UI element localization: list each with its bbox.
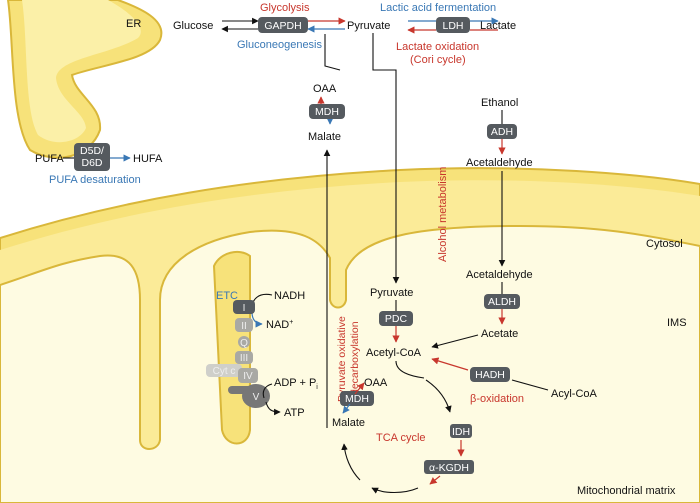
ubiquinone-label: Q (240, 338, 248, 349)
mdh-mito-red-arrow (354, 382, 365, 395)
d5d-label: D5D/ (80, 145, 104, 157)
acetate-to-acetylcoa (431, 334, 479, 349)
atp-arrow (265, 401, 281, 416)
glycolysis-label: Glycolysis (260, 2, 310, 14)
adh-label: ADH (491, 126, 513, 138)
complex-ii (235, 318, 253, 332)
tca-arc-1 (425, 379, 452, 413)
cytochrome-c (206, 364, 242, 377)
oaa-mito: OAA (364, 377, 388, 389)
pyruvate-cytosol: Pyruvate (347, 20, 390, 32)
lactic-fermentation-label: Lactic acid fermentation (380, 2, 496, 14)
lactate-label: Lactate (480, 20, 516, 32)
nad-arrow (251, 311, 263, 328)
alcohol-metabolism-label: Alcohol metabolism (437, 167, 449, 262)
complex-v-label: V (253, 392, 260, 403)
mdh-cytosol-box (309, 104, 345, 119)
pyruvate-to-oaa-link (324, 34, 341, 71)
aldh-label: ALDH (488, 296, 516, 308)
atp-label: ATP (284, 407, 305, 419)
akgdh-arrow (429, 475, 441, 485)
complex-iii (235, 351, 253, 364)
idh-box (450, 424, 472, 438)
er-label: ER (126, 18, 141, 30)
nad-label: NAD+ (266, 319, 293, 331)
adh-box (487, 124, 517, 139)
ldh-box (436, 17, 470, 33)
pdc-label: PDC (385, 313, 408, 325)
complex-iv (238, 368, 258, 383)
gapdh-label: GAPDH (264, 20, 301, 32)
malate-mito: Malate (332, 417, 365, 429)
nadh-label: NADH (274, 290, 305, 302)
pyruvate-transport-line (372, 33, 400, 284)
mdh-mito-box (340, 391, 374, 406)
d6d-label: D6D (81, 157, 102, 169)
cori-cycle-label: (Cori cycle) (410, 54, 466, 66)
adp-label: ADP + Pi (274, 377, 318, 391)
acetate-label: Acetate (481, 328, 518, 340)
complex-iv-label: IV (243, 371, 253, 382)
adp-text: ADP + P (274, 377, 316, 389)
pufa-label: PUFA (35, 153, 64, 165)
pdc-label-line2: decarboxylation (349, 321, 361, 395)
pdc-label-line1: Pyruvate oxidative (336, 316, 348, 402)
gapdh-box (258, 17, 308, 33)
complex-ii-label: II (241, 321, 247, 332)
hufa-label: HUFA (133, 153, 163, 165)
malate-cytosol: Malate (308, 131, 341, 143)
ims-label: IMS (667, 317, 687, 329)
etc-label: ETC (216, 290, 238, 302)
mdh-cytosol-label: MDH (315, 106, 339, 118)
crista-fold (212, 250, 251, 445)
complex-v (242, 384, 270, 408)
hadh-box (470, 367, 510, 382)
mdh-mito-label: MDH (345, 393, 369, 405)
oaa-cytosol: OAA (313, 83, 337, 95)
akgdh-box (424, 460, 474, 474)
d5d-d6d-box (74, 143, 110, 171)
acetaldehyde-cytosol: Acetaldehyde (466, 157, 533, 169)
glucose-label: Glucose (173, 20, 213, 32)
complex-i (233, 300, 255, 314)
mdh-mito-blue-arrow (342, 403, 351, 414)
ldh-label: LDH (442, 20, 463, 32)
tca-arc-3 (341, 443, 361, 481)
ethanol-label: Ethanol (481, 97, 518, 109)
tca-arc-2 (371, 487, 419, 494)
tca-cycle-label: TCA cycle (376, 432, 426, 444)
complex-iii-label: III (240, 353, 248, 364)
ubiquinone (238, 336, 250, 348)
nad-text: NAD (266, 319, 289, 331)
er-lumen (22, 0, 141, 143)
pyruvate-mito: Pyruvate (370, 287, 413, 299)
nad-superscript: + (289, 319, 293, 326)
pdc-box (379, 311, 413, 326)
matrix-label: Mitochondrial matrix (577, 485, 676, 497)
beta-oxidation-label: β-oxidation (470, 393, 524, 405)
lactate-oxidation-label: Lactate oxidation (396, 41, 479, 53)
idh-label: IDH (452, 426, 470, 438)
cytochrome-c-label: Cyt c (213, 366, 236, 377)
acetyl-coa-label: Acetyl-CoA (366, 347, 422, 359)
hadh-label: HADH (475, 369, 505, 381)
hadh-arrow (431, 357, 469, 371)
pufa-desaturation-label: PUFA desaturation (49, 174, 141, 186)
acetylcoa-into-tca (395, 360, 425, 379)
mito-inner-membrane (0, 224, 700, 503)
adp-subscript: i (316, 384, 318, 391)
adp-line (262, 383, 273, 399)
cytosol-label: Cytosol (646, 238, 683, 250)
aldh-box (484, 294, 520, 309)
gluconeogenesis-label: Gluconeogenesis (237, 39, 323, 51)
acyl-line (511, 379, 549, 391)
complex-i-label: I (243, 303, 246, 314)
acetaldehyde-mito: Acetaldehyde (466, 269, 533, 281)
acyl-coa-label: Acyl-CoA (551, 388, 598, 400)
akgdh-label: α-KGDH (429, 462, 469, 474)
